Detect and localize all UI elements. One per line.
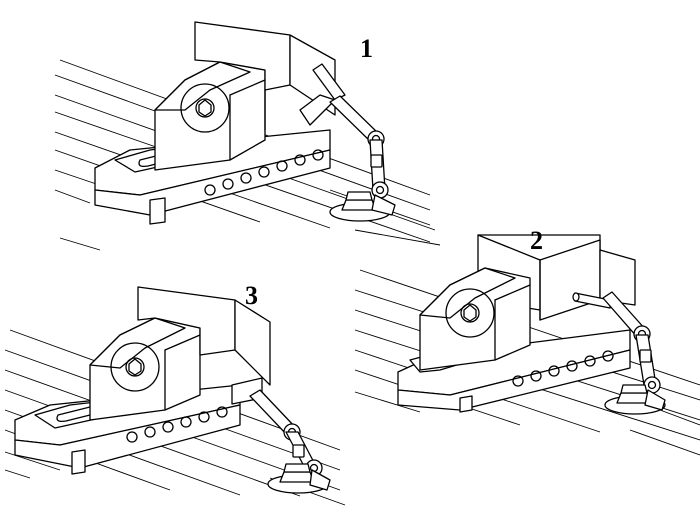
step-number-3: 3 xyxy=(245,281,258,310)
panel-3-drawing xyxy=(4,286,346,506)
step-number-2: 2 xyxy=(530,226,543,255)
panel-1-drawing xyxy=(54,21,441,251)
panel-2-drawing xyxy=(354,234,700,456)
step-number-1: 1 xyxy=(360,34,373,63)
